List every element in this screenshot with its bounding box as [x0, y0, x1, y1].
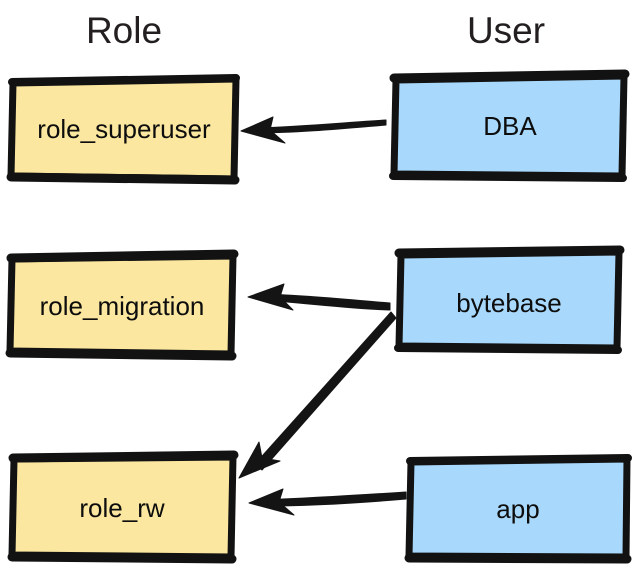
- edge-app-to-role-rw-line: [261, 491, 407, 507]
- node-role-superuser-top-stroke: [8, 74, 240, 86]
- node-app[interactable]: app: [404, 454, 632, 564]
- node-role-rw-label: role_rw: [79, 493, 164, 523]
- edge-dba-to-role-superuser-arrowhead: [240, 116, 286, 144]
- node-dba-bottom-stroke: [389, 172, 627, 182]
- node-role-migration-top-stroke: [6, 249, 239, 263]
- edge-dba-to-role-superuser: [240, 116, 387, 144]
- edge-bytebase-to-role-rw-arrowhead: [238, 441, 281, 479]
- node-app-top-stroke: [406, 454, 632, 465]
- node-role-superuser-label: role_superuser: [37, 114, 211, 144]
- edge-app-to-role-rw: [248, 488, 407, 516]
- node-role-superuser-bottom-stroke: [6, 172, 240, 185]
- node-app-bottom-stroke: [404, 553, 632, 564]
- node-role-rw-top-stroke: [8, 450, 239, 463]
- edge-bytebase-to-role-migration: [247, 283, 391, 311]
- column-header-user: User: [467, 10, 545, 51]
- node-role-migration[interactable]: role_migration: [5, 249, 239, 361]
- node-role-migration-bottom-stroke: [5, 348, 237, 361]
- column-header-role: Role: [86, 10, 162, 51]
- node-dba-label: DBA: [483, 111, 537, 141]
- node-bytebase-bottom-stroke: [394, 344, 622, 354]
- node-app-label: app: [496, 494, 539, 524]
- node-bytebase[interactable]: bytebase: [394, 245, 625, 354]
- node-dba-top-stroke: [389, 69, 630, 83]
- node-role-migration-label: role_migration: [40, 291, 205, 321]
- edge-bytebase-to-role-rw-line: [254, 311, 397, 471]
- node-role-rw-bottom-stroke: [7, 552, 237, 564]
- edge-app-to-role-rw-arrowhead: [248, 488, 295, 516]
- edge-dba-to-role-superuser-line: [252, 119, 387, 134]
- node-dba[interactable]: DBA: [389, 69, 630, 182]
- node-bytebase-label: bytebase: [456, 288, 562, 318]
- edge-bytebase-to-role-migration-arrowhead: [247, 283, 294, 311]
- node-bytebase-top-stroke: [394, 245, 625, 258]
- node-role-superuser[interactable]: role_superuser: [6, 74, 240, 185]
- node-role-rw[interactable]: role_rw: [7, 450, 239, 564]
- edge-bytebase-to-role-rw: [238, 311, 397, 479]
